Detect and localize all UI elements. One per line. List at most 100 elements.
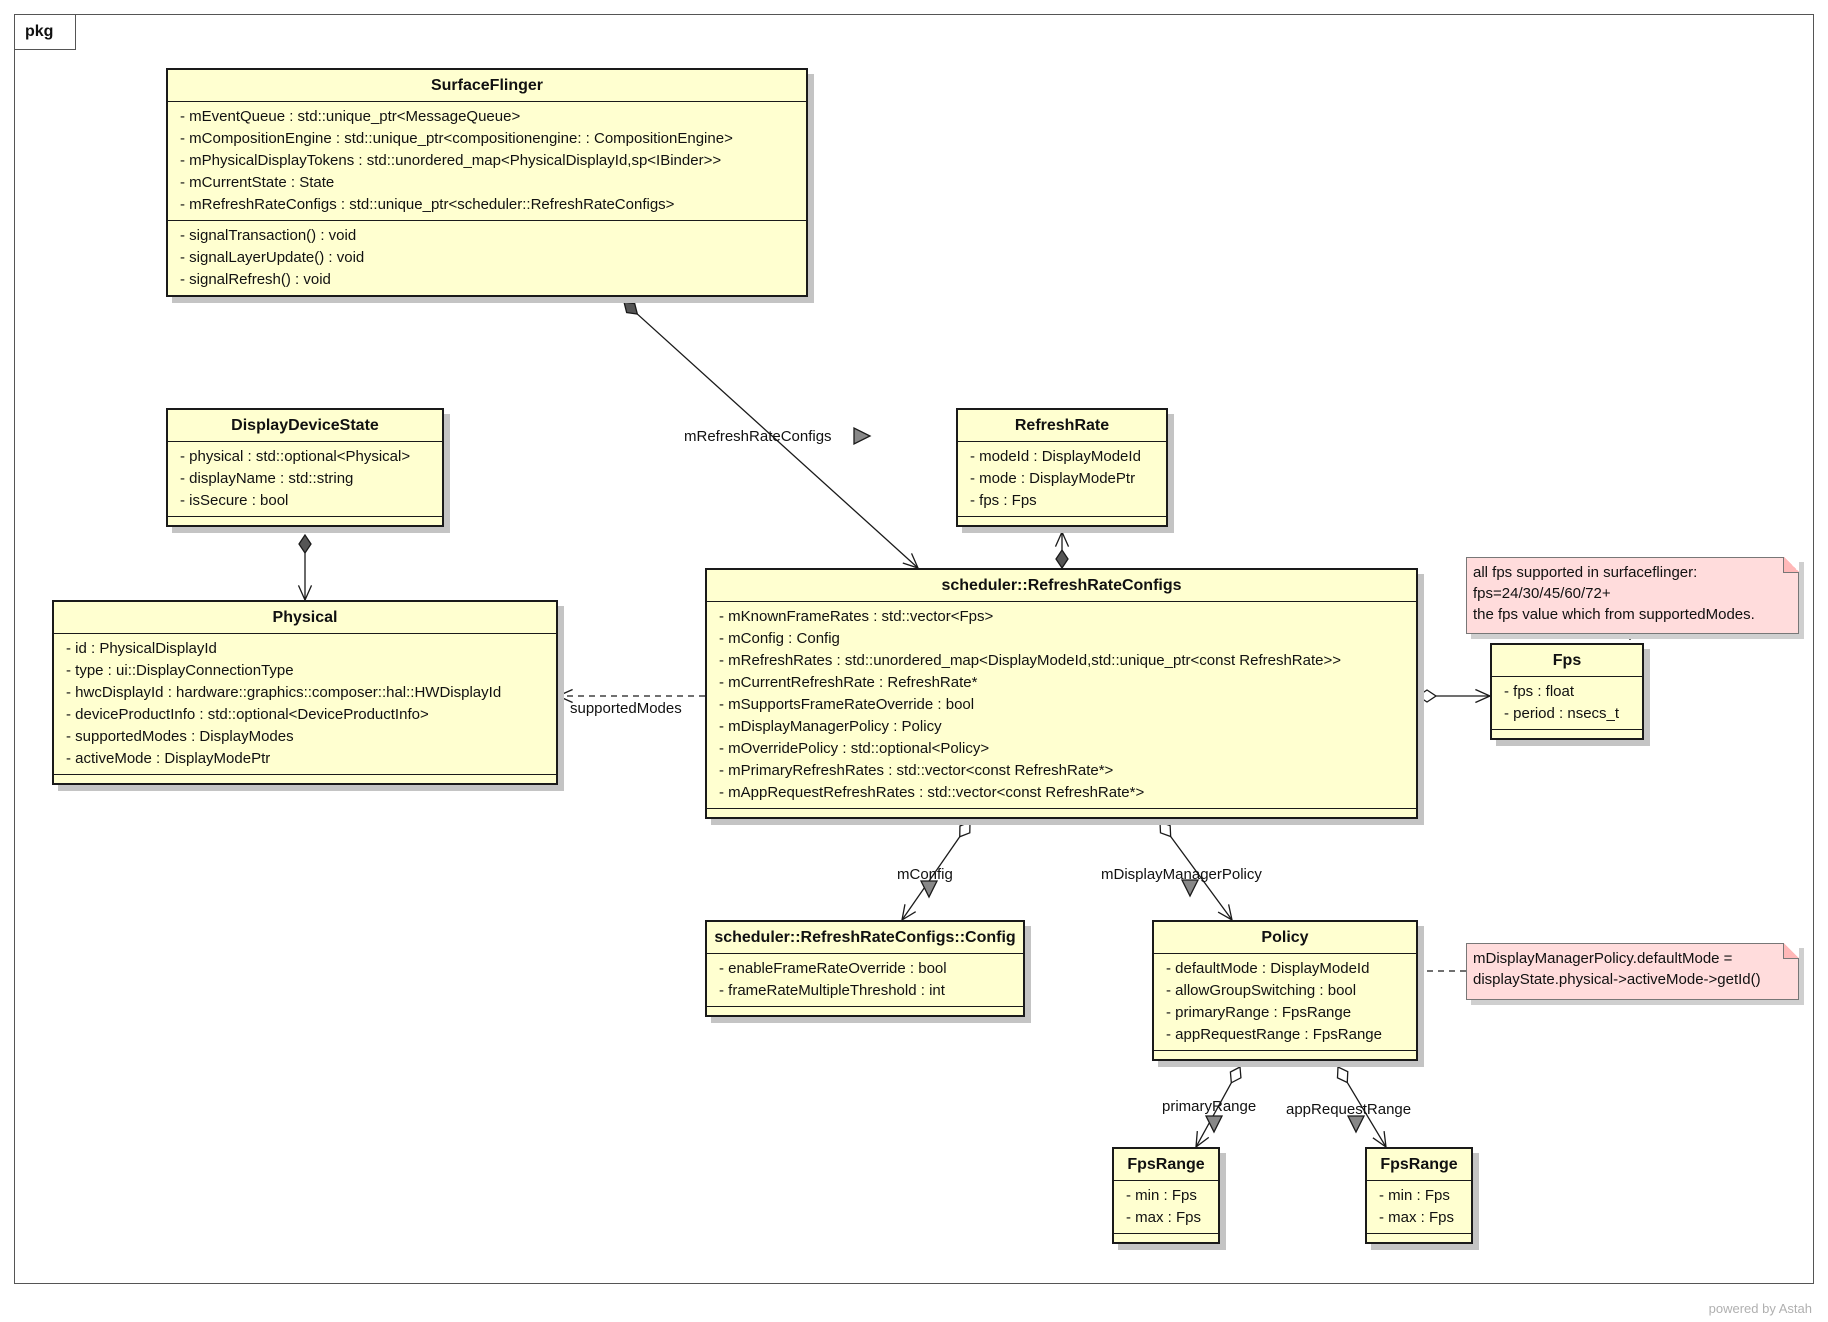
attribute-row: - primaryRange : FpsRange (1166, 1004, 1352, 1021)
edge-refreshrateconfigs-policy-diamond (1159, 821, 1172, 838)
note-line: the fps value which from supportedModes. (1473, 606, 1755, 623)
attribute-row: - mCurrentRefreshRate : RefreshRate* (719, 674, 978, 691)
attribute-row: - appRequestRange : FpsRange (1166, 1026, 1382, 1043)
attribute-row: - min : Fps (1379, 1187, 1450, 1204)
class-surfaceflinger[interactable]: SurfaceFlinger- mEventQueue : std::uniqu… (166, 68, 808, 297)
attribute-row: - mPhysicalDisplayTokens : std::unordere… (180, 152, 722, 169)
note-fps: all fps supported in surfaceflinger:fps=… (1466, 557, 1799, 634)
operation-compartment (54, 775, 556, 783)
attribute-row: - type : ui::DisplayConnectionType (66, 662, 294, 679)
watermark: powered by Astah (1708, 1301, 1812, 1316)
operation-row: - signalTransaction() : void (180, 227, 357, 244)
attribute-row: - mCurrentState : State (180, 174, 335, 191)
attribute-row: - defaultMode : DisplayModeId (1166, 960, 1370, 977)
attribute-row: - mCompositionEngine : std::unique_ptr<c… (180, 130, 733, 147)
class-fpsrange-apprequest[interactable]: FpsRange - min : Fps - max : Fps (1365, 1147, 1473, 1244)
class-name: Physical (54, 602, 556, 634)
class-name: FpsRange (1114, 1149, 1218, 1181)
attribute-row: - hwcDisplayId : hardware::graphics::com… (66, 684, 502, 701)
attribute-row: - mRefreshRateConfigs : std::unique_ptr<… (180, 196, 675, 213)
label-mconfig: mConfig (897, 866, 953, 883)
edge-policy-fpsrange-apprequest-line (1346, 1082, 1387, 1148)
attribute-row: - displayName : std::string (180, 470, 354, 487)
operation-compartment (1367, 1234, 1471, 1242)
attribute-row: - mDisplayManagerPolicy : Policy (719, 718, 942, 735)
operation-compartment (168, 517, 442, 525)
class-physical[interactable]: Physical - id : PhysicalDisplayId - type :… (52, 600, 558, 785)
operation-compartment (1114, 1234, 1218, 1242)
attribute-compartment: - defaultMode : DisplayModeId - allowGrou… (1154, 954, 1416, 1051)
class-name: scheduler::RefreshRateConfigs::Config (707, 922, 1023, 954)
note-line: all fps supported in surfaceflinger: (1473, 564, 1698, 581)
attribute-compartment: - mKnownFrameRates : std::vector<Fps>- m… (707, 602, 1416, 809)
operation-row: - signalRefresh() : void (180, 271, 331, 288)
note-policy: mDisplayManagerPolicy.defaultMode =displ… (1466, 943, 1799, 1000)
attribute-row: - max : Fps (1126, 1209, 1202, 1226)
attribute-row: - isSecure : bool (180, 492, 289, 509)
attribute-row: - mConfig : Config (719, 630, 840, 647)
attribute-row: - deviceProductInfo : std::optional<Devi… (66, 706, 429, 723)
class-name: Fps (1492, 645, 1642, 677)
attribute-row: - min : Fps (1126, 1187, 1197, 1204)
attribute-compartment: - min : Fps - max : Fps (1114, 1181, 1218, 1234)
attribute-row: - frameRateMultipleThreshold : int (719, 982, 945, 999)
edge-refreshrateconfigs-refreshrate-arrowhead (1054, 530, 1070, 547)
attribute-row: - fps : Fps (970, 492, 1037, 509)
attribute-compartment: - fps : float - period : nsecs_t (1492, 677, 1642, 730)
attribute-row: - mRefreshRates : std::unordered_map<Dis… (719, 652, 1342, 669)
class-name: DisplayDeviceState (168, 410, 442, 442)
class-refreshrateconfigs[interactable]: scheduler::RefreshRateConfigs- mKnownFra… (705, 568, 1418, 819)
class-policy[interactable]: Policy - defaultMode : DisplayModeId - all… (1152, 920, 1418, 1061)
attribute-row: - mPrimaryRefreshRates : std::vector<con… (719, 762, 1114, 779)
label-primaryrange: primaryRange (1162, 1098, 1257, 1115)
class-fps[interactable]: Fps - fps : float - period : nsecs_t (1490, 643, 1644, 740)
operation-compartment (1154, 1051, 1416, 1059)
attribute-compartment: - mEventQueue : std::unique_ptr<MessageQ… (168, 102, 806, 221)
edge-policy-fpsrange-primary-line (1195, 1082, 1232, 1148)
attribute-row: - allowGroupSwitching : bool (1166, 982, 1357, 999)
class-config[interactable]: scheduler::RefreshRateConfigs::Config- e… (705, 920, 1025, 1017)
edge-surfaceflinger-refreshrateconfigs-diamond (623, 301, 639, 315)
note-line: displayState.physical->activeMode->getId… (1473, 971, 1761, 988)
attribute-row: - fps : float (1504, 683, 1575, 700)
attribute-row: - mode : DisplayModePtr (970, 470, 1136, 487)
attribute-row: - mKnownFrameRates : std::vector<Fps> (719, 608, 994, 625)
operation-compartment: - signalTransaction() : void- signalLaye… (168, 221, 806, 295)
class-name: SurfaceFlinger (168, 70, 806, 102)
attribute-row: - physical : std::optional<Physical> (180, 448, 411, 465)
edge-refreshrateconfigs-policy-line (1170, 836, 1233, 921)
edge-refreshrateconfigs-config-line (901, 836, 961, 921)
direction-triangle-primaryrange (1204, 1115, 1224, 1134)
attribute-row: - modeId : DisplayModeId (970, 448, 1141, 465)
class-name: scheduler::RefreshRateConfigs (707, 570, 1416, 602)
operation-compartment (707, 809, 1416, 817)
edge-surfaceflinger-refreshrateconfigs-line (636, 313, 919, 569)
class-name: FpsRange (1367, 1149, 1471, 1181)
operation-compartment (958, 517, 1166, 525)
attribute-row: - mSupportsFrameRateOverride : bool (719, 696, 975, 713)
class-name: RefreshRate (958, 410, 1166, 442)
attribute-compartment: - physical : std::optional<Physical>- di… (168, 442, 442, 517)
attribute-row: - mOverridePolicy : std::optional<Policy… (719, 740, 990, 757)
package-frame: pkg (14, 14, 1814, 1284)
package-frame-label: pkg (15, 15, 77, 50)
direction-triangle-mdisplaymanagerpolicy (1180, 879, 1200, 898)
class-refreshrate[interactable]: RefreshRate- modeId : DisplayModeId- mod… (956, 408, 1168, 527)
edge-displaydevicestate-physical-diamond (298, 533, 312, 555)
label-mrefreshrateconfigs: mRefreshRateConfigs (684, 428, 832, 445)
edge-refreshrateconfigs-physical-arrowhead (556, 688, 573, 704)
attribute-row: - max : Fps (1379, 1209, 1455, 1226)
attribute-row: - id : PhysicalDisplayId (66, 640, 217, 657)
operation-compartment (1492, 730, 1642, 738)
class-fpsrange-primary[interactable]: FpsRange - min : Fps - max : Fps (1112, 1147, 1220, 1244)
direction-triangle-apprequestrange (1346, 1115, 1366, 1134)
attribute-row: - mEventQueue : std::unique_ptr<MessageQ… (180, 108, 521, 125)
label-mdisplaymanagerpolicy: mDisplayManagerPolicy (1101, 866, 1262, 883)
edge-policy-fpsrange-primary-diamond (1229, 1065, 1242, 1084)
attribute-row: - period : nsecs_t (1504, 705, 1620, 722)
class-name: Policy (1154, 922, 1416, 954)
edge-refreshrateconfigs-refreshrate-diamond (1055, 548, 1069, 570)
attribute-compartment: - modeId : DisplayModeId - mode : Display… (958, 442, 1166, 517)
class-displaydevicestate[interactable]: DisplayDeviceState- physical : std::opti… (166, 408, 444, 527)
